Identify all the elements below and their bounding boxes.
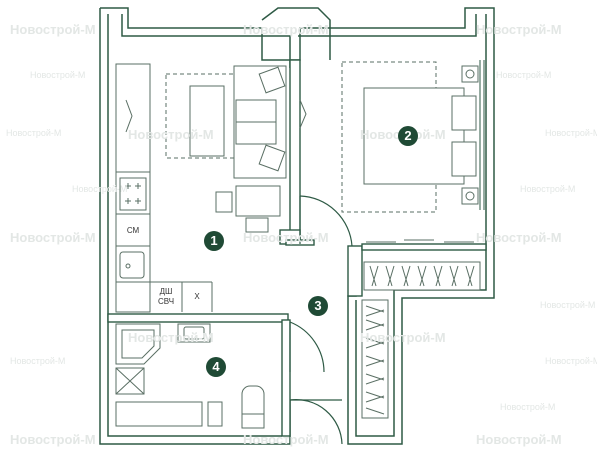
bathroom-fixtures <box>115 323 265 429</box>
bedroom-furniture <box>341 61 479 243</box>
dishwasher-label: ДШ <box>159 287 173 296</box>
room-badge-4: 4 <box>206 357 226 377</box>
kitchen-counter <box>115 63 213 313</box>
wardrobe-hangers <box>361 261 481 419</box>
microwave-label: СВЧ <box>157 297 175 306</box>
door-swings <box>289 195 353 445</box>
fridge-label: Х <box>194 292 200 301</box>
living-furniture <box>165 65 307 233</box>
washer-label: СМ <box>126 226 140 235</box>
room-badge-3: 3 <box>308 296 328 316</box>
room-badge-2: 2 <box>398 126 418 146</box>
room-badge-1: 1 <box>204 231 224 251</box>
inner-walls <box>107 59 487 437</box>
